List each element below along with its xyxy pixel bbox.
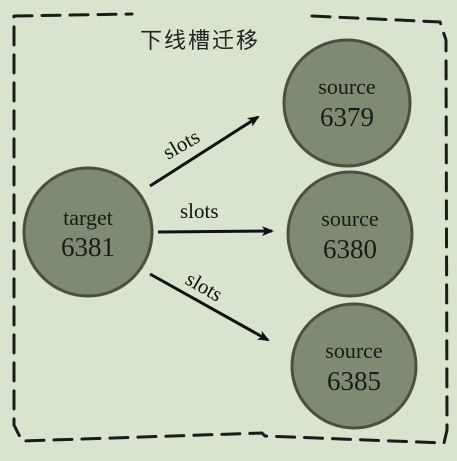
edge-label-6385: slots xyxy=(182,267,227,307)
edge-target-to-6385 xyxy=(149,272,270,342)
node-target-circle xyxy=(22,166,154,298)
node-source-6380-port: 6380 xyxy=(323,234,377,264)
node-target-port: 6381 xyxy=(61,232,115,262)
node-source-6379-port: 6379 xyxy=(320,102,374,132)
node-source-6385-circle xyxy=(290,302,418,430)
node-source-6379-role: source xyxy=(318,74,375,99)
node-source-6385: source 6385 xyxy=(290,302,418,430)
edge-label-6380: slots xyxy=(180,199,219,223)
node-source-6380: source 6380 xyxy=(286,170,414,298)
node-target-role: target xyxy=(63,205,113,230)
node-source-6385-port: 6385 xyxy=(327,366,381,396)
diagram-title: 下线槽迁移 xyxy=(140,29,260,54)
edge-target-to-6379 xyxy=(149,115,260,188)
edges-group xyxy=(149,115,274,342)
node-target: target 6381 xyxy=(22,166,154,298)
node-source-6379: source 6379 xyxy=(282,38,412,168)
dashed-boundary xyxy=(12,12,449,445)
node-source-6380-role: source xyxy=(321,206,378,231)
edge-label-6379: slots xyxy=(159,124,204,164)
node-source-6385-role: source xyxy=(325,338,382,363)
edge-target-to-6380 xyxy=(157,226,274,237)
node-source-6380-circle xyxy=(286,170,414,298)
node-source-6379-circle xyxy=(282,38,412,168)
